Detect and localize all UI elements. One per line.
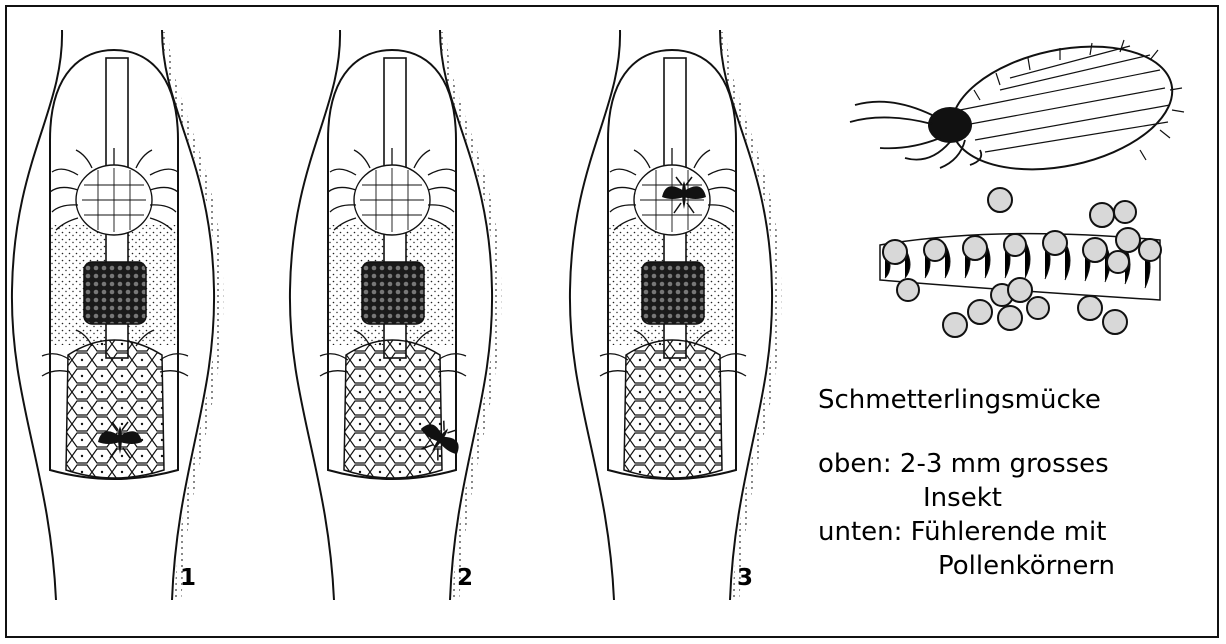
caption-bottom-line-2: Pollenkörnern: [818, 549, 1198, 583]
flower-diagram-1: [12, 30, 220, 600]
caption-top-line-2: Insekt: [818, 481, 1198, 515]
figure-caption: Schmetterlingsmücke oben: 2-3 mm grosses…: [818, 383, 1198, 583]
panel-label-3: 3: [737, 567, 753, 590]
flower-diagram-2: [290, 30, 498, 600]
flower-diagram-3: [570, 30, 778, 600]
panel-label-2: 2: [457, 567, 473, 590]
caption-title: Schmetterlingsmücke: [818, 383, 1198, 417]
caption-top-line-1: oben: 2-3 mm grosses: [818, 447, 1198, 481]
panel-label-1: 1: [180, 567, 196, 590]
caption-bottom-line-1: unten: Fühlerende mit: [818, 515, 1198, 549]
antenna-with-pollen-drawing: [880, 188, 1161, 337]
moth-fly-drawing: [850, 28, 1184, 188]
